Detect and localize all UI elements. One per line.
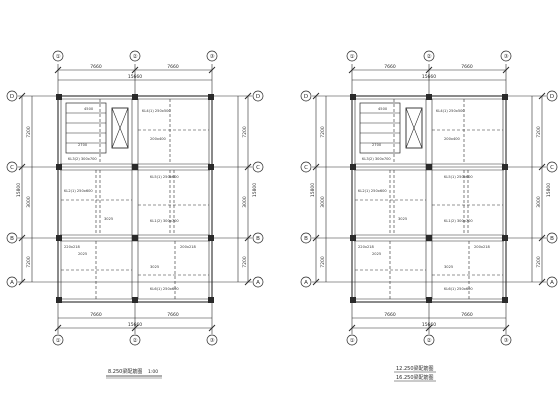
dim-left-total: 15800 [310,183,316,197]
dim-bottom-total: 15660 [422,322,436,328]
dim-bottom-total: 15660 [128,322,142,328]
dim-right-total: 15800 [546,183,552,197]
beam-label: 200x400 [444,137,461,141]
dim-left-3: 7200 [320,256,326,268]
beam-label: KL6(1) 250x600 [444,287,473,291]
beam-label: KL2(1) 250x600 [358,189,387,193]
grid-label-y-d-left: D [10,94,14,100]
dim-right-total: 15800 [252,183,258,197]
beam-label: 200x400 [150,137,167,141]
beam-label: 200x218 [180,245,197,249]
grid-bubbles-right [300,50,558,346]
beam-label: KL1(2) 300x700 [150,219,179,223]
beam-label: KL4(1) 250x500 [142,109,171,113]
dim-bottom-2: 7660 [461,312,473,318]
dim-right-1: 7200 [242,126,248,138]
dim-right-1: 7200 [536,126,542,138]
plan-right [312,64,546,334]
grid-label-x3-top: ③ [504,54,509,60]
beam-label: 220x218 [64,245,81,249]
beam-label: KL4(1) 250x500 [436,109,465,113]
dim-top-total: 15660 [422,74,436,80]
beam-label: 3025 [398,217,407,221]
grid-label-x3-bottom: ③ [504,338,509,344]
plan-left [18,64,252,334]
grid-label-y-d-right: D [256,94,260,100]
dim-bottom-1: 7660 [90,312,102,318]
beam-label: 2025 [78,252,87,256]
dim-left-2: 3000 [320,196,326,208]
beam-label: KL5(1) 250x600 [150,175,179,179]
beam-label: 3025 [444,265,453,269]
beam-label: 3025 [150,265,159,269]
grid-label-y-a-left: A [10,280,14,286]
grid-label-y-c-left: C [304,165,308,171]
grid-label-x1-bottom: ① [350,338,355,344]
beam-label: 2700 [78,143,88,147]
grid-label-y-b-right: B [256,236,260,242]
grid-label-y-c-right: C [256,165,260,171]
dim-left-total: 15800 [16,183,22,197]
beam-label: KL6(1) 250x600 [150,287,179,291]
drawing-title-right-2: 16.250梁配筋图 [396,374,434,381]
drawing-title-right-1: 12.250梁配筋图 [396,365,434,372]
grid-label-y-a-right: A [550,280,554,286]
beam-label: KL5(1) 250x600 [444,175,473,179]
dim-left-3: 7200 [26,256,32,268]
grid-label-y-b-left: B [304,236,308,242]
grid-label-y-d-right: D [550,94,554,100]
dim-left-2: 3000 [26,196,32,208]
grid-label-x2-bottom: ② [133,337,138,344]
grid-label-x2-top: ② [427,53,432,60]
dim-right-2: 3000 [536,196,542,208]
grid-label-y-c-right: C [550,165,554,171]
drawing-scale-left: 1:00 [148,369,158,375]
beam-label: KL3(2) 300x700 [68,157,97,161]
dim-right-3: 7200 [242,256,248,268]
beam-label: KL1(2) 300x700 [444,219,473,223]
drawing-title-left: 8.250梁配筋图 [108,368,142,375]
beam-label: 3025 [104,217,113,221]
grid-label-y-a-right: A [256,280,260,286]
beam-label: 4500 [84,107,94,111]
grid-label-x1-top: ① [56,54,61,60]
beam-label: KL3(2) 300x700 [362,157,391,161]
beam-label: 200x218 [474,245,491,249]
dim-bottom-1: 7660 [384,312,396,318]
beam-label: KL2(1) 250x600 [64,189,93,193]
dim-right-3: 7200 [536,256,542,268]
grid-label-y-b-right: B [550,236,554,242]
dim-top-1: 7660 [384,64,396,70]
beam-label: 2700 [372,143,382,147]
grid-bubbles-left [6,50,264,346]
dim-top-2: 7660 [167,64,179,70]
beam-label: 220x218 [358,245,375,249]
grid-label-y-d-left: D [304,94,308,100]
grid-label-x1-top: ① [350,54,355,60]
grid-label-x2-top: ② [133,53,138,60]
dim-left-1: 7200 [26,126,32,138]
dim-right-2: 3000 [242,196,248,208]
grid-label-y-a-left: A [304,280,308,286]
beam-label: 2025 [372,252,381,256]
grid-label-x3-top: ③ [210,54,215,60]
dim-left-1: 7200 [320,126,326,138]
dim-bottom-2: 7660 [167,312,179,318]
grid-label-y-b-left: B [10,236,14,242]
dim-top-2: 7660 [461,64,473,70]
grid-label-y-c-left: C [10,165,14,171]
beam-label: 4500 [378,107,388,111]
grid-label-x2-bottom: ② [427,337,432,344]
dim-top-1: 7660 [90,64,102,70]
dim-top-total: 15660 [128,74,142,80]
grid-label-x1-bottom: ① [56,338,61,344]
grid-label-x3-bottom: ③ [210,338,215,344]
